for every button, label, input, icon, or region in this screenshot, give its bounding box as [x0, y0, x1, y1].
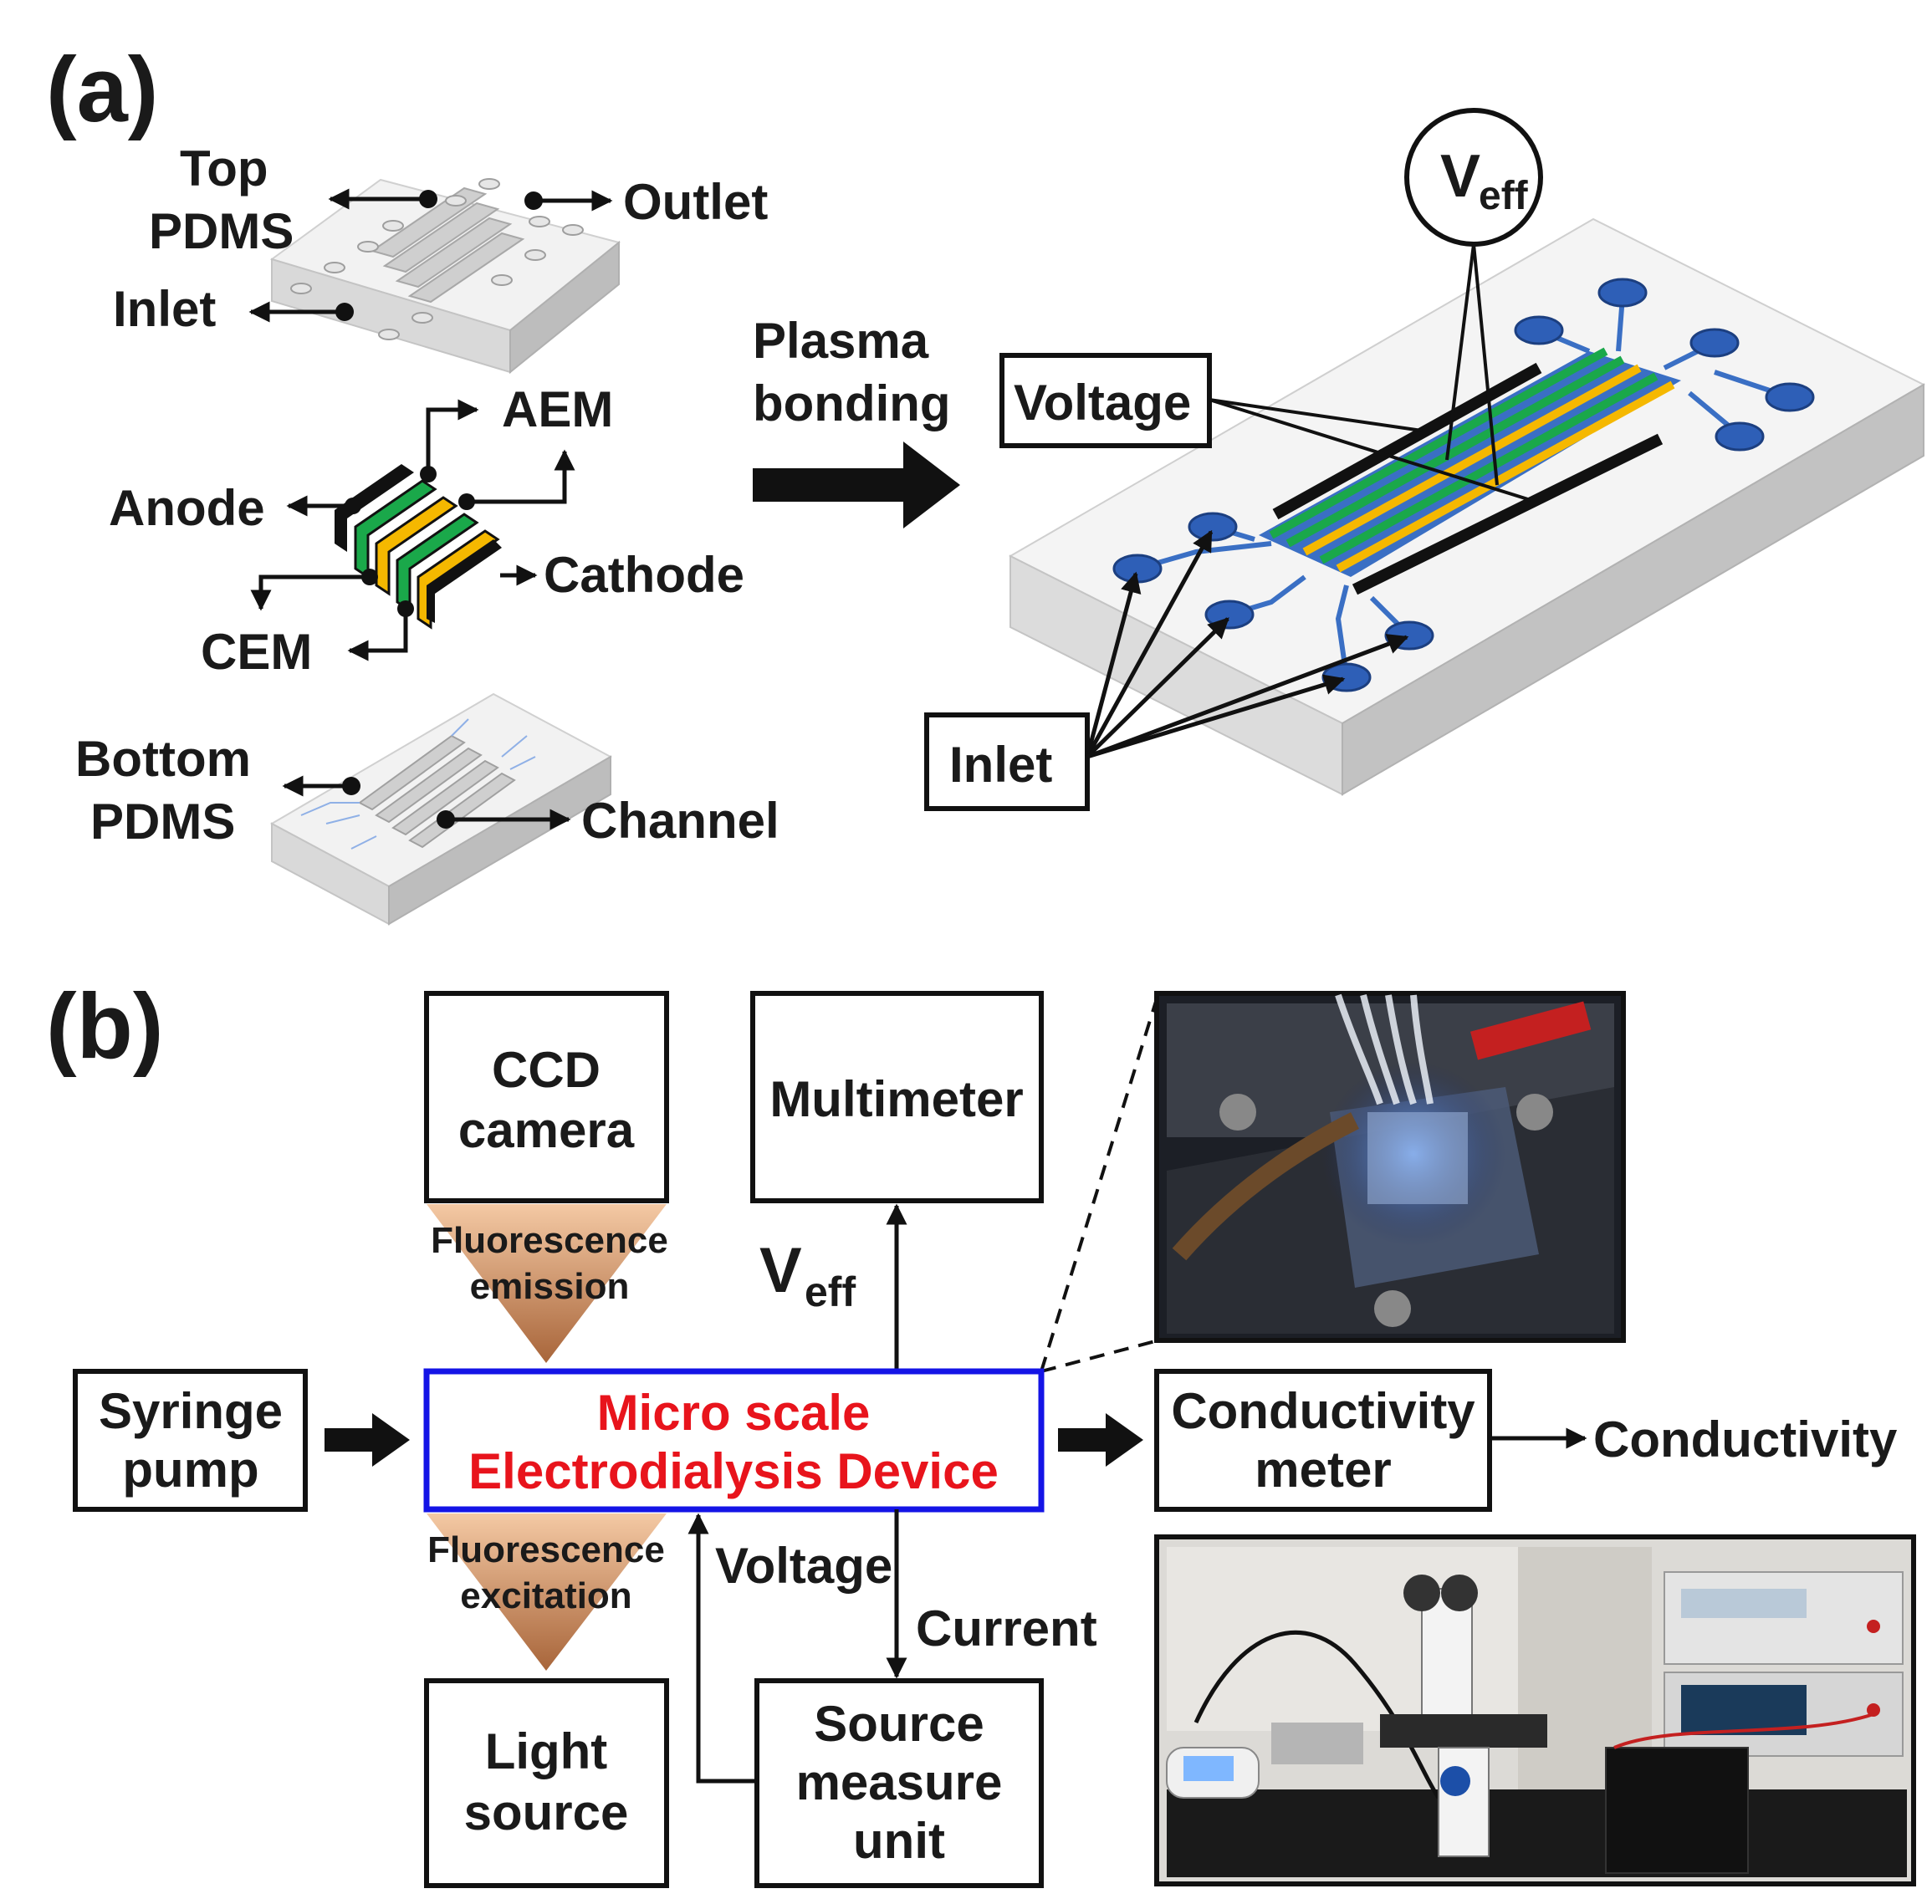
aem-label: AEM	[502, 381, 613, 437]
emission-label-line1: Fluorescence	[431, 1220, 668, 1261]
plasma-bonding-arrow	[753, 442, 960, 528]
inlet-box	[924, 712, 1090, 811]
light-source-box	[424, 1678, 669, 1888]
bottom-pdms-label-line1: Bottom	[75, 731, 251, 787]
panel-a-label: (a)	[46, 38, 158, 141]
membrane-stack	[335, 464, 502, 630]
conductivity-meter-line2: meter	[1255, 1442, 1391, 1498]
bottom-pdms-callouts	[282, 775, 571, 830]
ccd-label-line2: camera	[458, 1102, 635, 1158]
smu-line2: measure	[796, 1754, 1003, 1810]
conductivity-label: Conductivity	[1593, 1411, 1898, 1468]
syringe-label-line2: pump	[122, 1442, 258, 1498]
voltage-label: Voltage	[1014, 375, 1191, 431]
bottom-pdms-label-line2: PDMS	[90, 794, 235, 850]
veff-symbol: V	[1440, 143, 1480, 210]
multimeter-label: Multimeter	[769, 1071, 1023, 1127]
source-measure-unit-box	[754, 1678, 1044, 1888]
device-label-line1: Micro scale	[597, 1385, 871, 1441]
emission-label-line2: emission	[470, 1266, 630, 1307]
conductivity-meter-line1: Conductivity	[1171, 1383, 1475, 1439]
zoom-dash-line-bottom	[1040, 1339, 1159, 1373]
multimeter-box	[750, 991, 1044, 1203]
voltage-leader-lines	[1209, 398, 1531, 502]
plasma-label-line2: bonding	[753, 375, 951, 431]
current-label: Current	[916, 1600, 1097, 1656]
channel-label: Channel	[581, 793, 779, 849]
ccd-camera-box	[424, 991, 669, 1203]
inlet-label-top: Inlet	[113, 281, 216, 337]
panel-b-label: (b)	[46, 975, 163, 1078]
lab-setup-photo	[1154, 1534, 1916, 1886]
plasma-label-line1: Plasma	[753, 313, 929, 369]
device-to-conductivity-arrow	[1058, 1413, 1143, 1467]
zoom-dash-line-top	[1040, 993, 1160, 1372]
excitation-label-line2: excitation	[460, 1575, 631, 1616]
veff-b-subscript: eff	[805, 1268, 856, 1315]
outlet-label: Outlet	[623, 174, 768, 230]
light-source-line2: source	[464, 1784, 629, 1840]
conductivity-meter-box	[1154, 1369, 1492, 1512]
electrodialysis-device-box	[423, 1368, 1045, 1513]
syringe-label-line1: Syringe	[99, 1383, 283, 1439]
inlet-pointer-arrows	[1085, 529, 1409, 759]
veff-b-symbol: V	[759, 1235, 802, 1306]
ccd-label-line1: CCD	[492, 1042, 601, 1098]
smu-line3: unit	[853, 1813, 945, 1869]
light-source-line1: Light	[485, 1723, 608, 1779]
membrane-callouts	[250, 399, 575, 661]
fluorescence-emission-cone	[427, 1204, 667, 1363]
cem-label: CEM	[201, 624, 312, 680]
excitation-label-line1: Fluorescence	[427, 1529, 665, 1570]
device-closeup-photo	[1154, 991, 1626, 1343]
assembled-device	[1008, 217, 1926, 796]
inlet-label-right: Inlet	[949, 737, 1052, 793]
veff-leader-lines	[1445, 243, 1499, 486]
voltage-b-label: Voltage	[715, 1538, 892, 1594]
syringe-to-device-arrow	[325, 1413, 410, 1467]
anode-label: Anode	[109, 480, 265, 536]
fluorescence-excitation-cone	[427, 1514, 667, 1671]
bottom-pdms-block	[269, 692, 613, 926]
veff-subscript: eff	[1479, 174, 1529, 218]
top-pdms-label-line1: Top	[180, 140, 268, 197]
top-pdms-label-line2: PDMS	[149, 203, 294, 259]
voltage-feedback-line	[687, 1513, 757, 1784]
cathode-label: Cathode	[544, 547, 744, 603]
device-label-line2: Electrodialysis Device	[468, 1443, 999, 1499]
smu-line1: Source	[814, 1696, 984, 1752]
syringe-pump-box	[73, 1369, 308, 1512]
top-pdms-callout	[248, 188, 613, 323]
top-pdms-block	[269, 178, 621, 375]
